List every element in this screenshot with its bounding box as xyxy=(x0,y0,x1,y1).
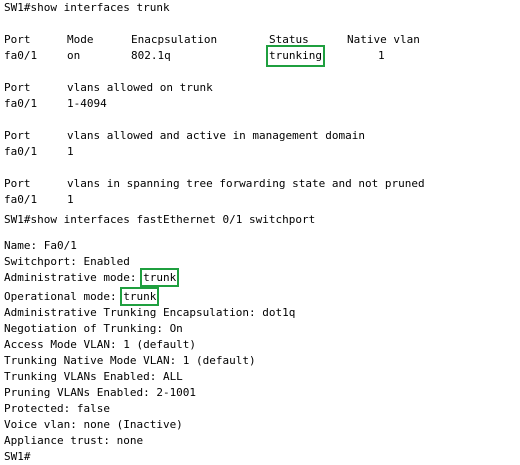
stp-header-text: vlans in spanning tree forwarding state … xyxy=(67,177,425,190)
sp-appliance-trust: Appliance trust: none xyxy=(4,434,144,447)
active-header-port: Port xyxy=(4,129,31,142)
sp-access-vlan: Access Mode VLAN: 1 (default) xyxy=(4,338,197,351)
sp-switchport: Switchport: Enabled xyxy=(4,255,130,268)
command-show-switchport: SW1#show interfaces fastEthernet 0/1 swi… xyxy=(4,213,316,226)
sp-oper-mode: Operational mode: trunk xyxy=(4,287,160,306)
row-native-vlan: 1 xyxy=(378,49,385,62)
active-row: fa0/1 1 xyxy=(4,144,514,160)
sp-name: Name: Fa0/1 xyxy=(4,239,77,252)
header-mode: Mode xyxy=(67,33,94,46)
sp-negotiation: Negotiation of Trunking: On xyxy=(4,322,183,335)
allowed-row-port: fa0/1 xyxy=(4,97,38,110)
stp-row-port: fa0/1 xyxy=(4,193,38,206)
header-native-vlan: Native vlan xyxy=(347,33,420,46)
sp-oper-mode-label: Operational mode: xyxy=(4,290,124,303)
active-row-port: fa0/1 xyxy=(4,145,38,158)
allowed-row-value: 1-4094 xyxy=(67,97,107,110)
sp-admin-mode-label: Administrative mode: xyxy=(4,271,144,284)
sp-protected: Protected: false xyxy=(4,402,110,415)
header-status: Status xyxy=(269,33,309,46)
trunk-table-row: fa0/1 on 802.1q trunking 1 xyxy=(4,45,514,67)
sp-admin-mode: Administrative mode: trunk xyxy=(4,268,180,287)
row-status-highlighted: trunking xyxy=(266,45,325,67)
allowed-header: Port vlans allowed on trunk xyxy=(4,80,514,96)
sp-pruning-vlans: Pruning VLANs Enabled: 2-1001 xyxy=(4,386,197,399)
sp-voice-vlan: Voice vlan: none (Inactive) xyxy=(4,418,183,431)
stp-header-port: Port xyxy=(4,177,31,190)
allowed-header-port: Port xyxy=(4,81,31,94)
active-header-text: vlans allowed and active in management d… xyxy=(67,129,366,142)
cli-prompt[interactable]: SW1# xyxy=(4,450,31,463)
allowed-row: fa0/1 1-4094 xyxy=(4,96,514,112)
command-show-interfaces-trunk: SW1#show interfaces trunk xyxy=(4,1,170,14)
sp-admin-mode-value-highlighted: trunk xyxy=(140,268,180,287)
row-port: fa0/1 xyxy=(4,49,38,62)
row-mode: on xyxy=(67,49,81,62)
sp-native-vlan: Trunking Native Mode VLAN: 1 (default) xyxy=(4,354,256,367)
stp-header: Port vlans in spanning tree forwarding s… xyxy=(4,176,514,192)
sp-oper-mode-value-highlighted: trunk xyxy=(120,287,160,306)
trunk-table-header: Port Mode Enacpsulation Status Native vl… xyxy=(4,32,514,48)
header-encapsulation: Enacpsulation xyxy=(131,33,218,46)
active-header: Port vlans allowed and active in managem… xyxy=(4,128,514,144)
sp-trunking-vlans: Trunking VLANs Enabled: ALL xyxy=(4,370,183,383)
stp-row-value: 1 xyxy=(67,193,74,206)
active-row-value: 1 xyxy=(67,145,74,158)
sp-admin-trunk-encap: Administrative Trunking Encapsulation: d… xyxy=(4,306,296,319)
allowed-header-text: vlans allowed on trunk xyxy=(67,81,213,94)
stp-row: fa0/1 1 xyxy=(4,192,514,208)
row-encapsulation: 802.1q xyxy=(131,49,171,62)
header-port: Port xyxy=(4,33,31,46)
